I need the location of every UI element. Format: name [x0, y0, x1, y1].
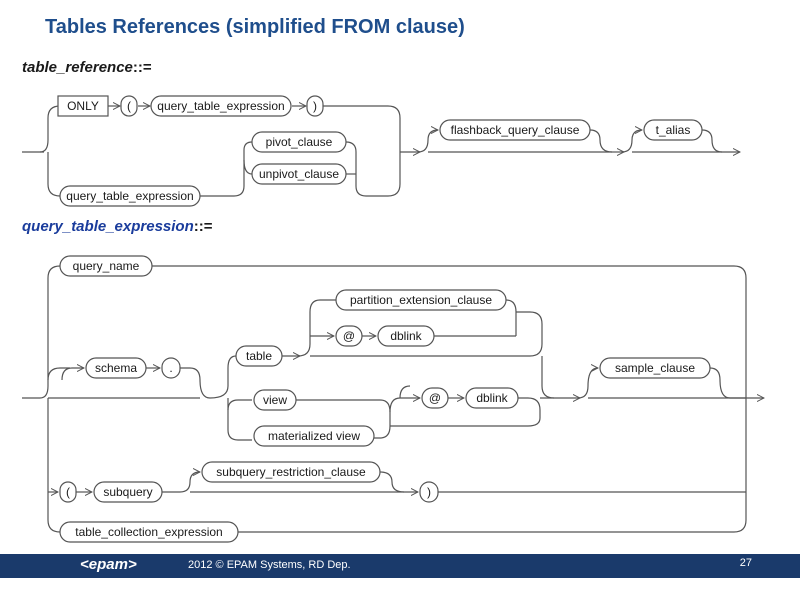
node-label: unpivot_clause: [259, 167, 339, 181]
rule-heading-query-table-expression: query_table_expression::=: [22, 218, 213, 235]
node-label: table_collection_expression: [75, 525, 222, 539]
unpivot-clause-node: unpivot_clause: [251, 163, 347, 185]
close-paren: ): [427, 485, 431, 499]
node-label: pivot_clause: [266, 135, 333, 149]
dot-terminal: .: [161, 357, 181, 379]
open-paren: (: [66, 485, 70, 499]
footer-copyright: 2012 © EPAM Systems, RD Dep.: [188, 559, 351, 571]
pivot-clause-node: pivot_clause: [251, 131, 347, 153]
node-label: subquery_restriction_clause: [216, 465, 366, 479]
node-label: query_table_expression: [66, 189, 193, 203]
node-label: flashback_query_clause: [451, 123, 580, 137]
t-alias-node: t_alias: [643, 119, 703, 141]
open-paren-terminal-2: (: [59, 481, 77, 503]
node-label: sample_clause: [615, 361, 695, 375]
table-reference-diagram: [22, 105, 740, 197]
at-terminal-1: @: [335, 325, 363, 347]
subquery-restriction-clause-node: subquery_restriction_clause: [201, 461, 381, 483]
close-paren: ): [313, 99, 317, 113]
node-label: query_name: [73, 259, 140, 273]
epam-logo: <epam>: [80, 556, 137, 573]
sample-clause-node: sample_clause: [599, 357, 711, 379]
open-paren: (: [127, 99, 131, 113]
query-name-node: query_name: [59, 255, 153, 277]
branch-line: [39, 105, 61, 153]
close-paren-terminal-2: ): [419, 481, 439, 503]
rule-bnf-symbol: ::=: [193, 218, 213, 235]
node-label: query_table_expression: [157, 99, 284, 113]
schema-node: schema: [85, 357, 147, 379]
rule-name: table_reference: [22, 59, 133, 76]
partition-extension-clause-node: partition_extension_clause: [335, 289, 507, 311]
table-node: table: [235, 345, 283, 367]
table-collection-expression-node: table_collection_expression: [59, 521, 239, 543]
slide-title: Tables References (simplified FROM claus…: [45, 16, 465, 38]
node-label: materialized view: [268, 429, 360, 443]
dot: .: [169, 361, 172, 375]
flashback-query-clause-node: flashback_query_clause: [439, 119, 591, 141]
rule-name: query_table_expression: [22, 218, 194, 235]
rule-heading-table-reference: table_reference::=: [22, 59, 152, 76]
materialized-view-node: materialized view: [253, 425, 375, 447]
subquery-node: subquery: [93, 481, 163, 503]
open-paren-terminal: (: [120, 95, 138, 117]
node-label: schema: [95, 361, 137, 375]
node-label: dblink: [390, 329, 422, 343]
query-table-expression-node-lower: query_table_expression: [59, 185, 201, 207]
at-sign: @: [429, 391, 441, 405]
dblink-node-2: dblink: [465, 387, 519, 409]
node-label: view: [263, 393, 287, 407]
footer-bar: <epam> 2012 © EPAM Systems, RD Dep. 27: [0, 554, 800, 578]
node-label: table: [246, 349, 272, 363]
query-table-expression-diagram: [22, 265, 764, 533]
only-keyword-box: ONLY: [57, 95, 109, 117]
dblink-node-1: dblink: [377, 325, 435, 347]
at-terminal-2: @: [421, 387, 449, 409]
node-label: dblink: [476, 391, 508, 405]
close-paren-terminal: ): [306, 95, 324, 117]
query-table-expression-node-upper: query_table_expression: [150, 95, 292, 117]
view-node: view: [253, 389, 297, 411]
node-label: partition_extension_clause: [350, 293, 492, 307]
rule-bnf-symbol: ::=: [132, 59, 152, 76]
at-sign: @: [343, 329, 355, 343]
node-label: t_alias: [656, 123, 691, 137]
only-keyword: ONLY: [67, 99, 99, 113]
page-number: 27: [739, 557, 752, 569]
node-label: subquery: [103, 485, 152, 499]
